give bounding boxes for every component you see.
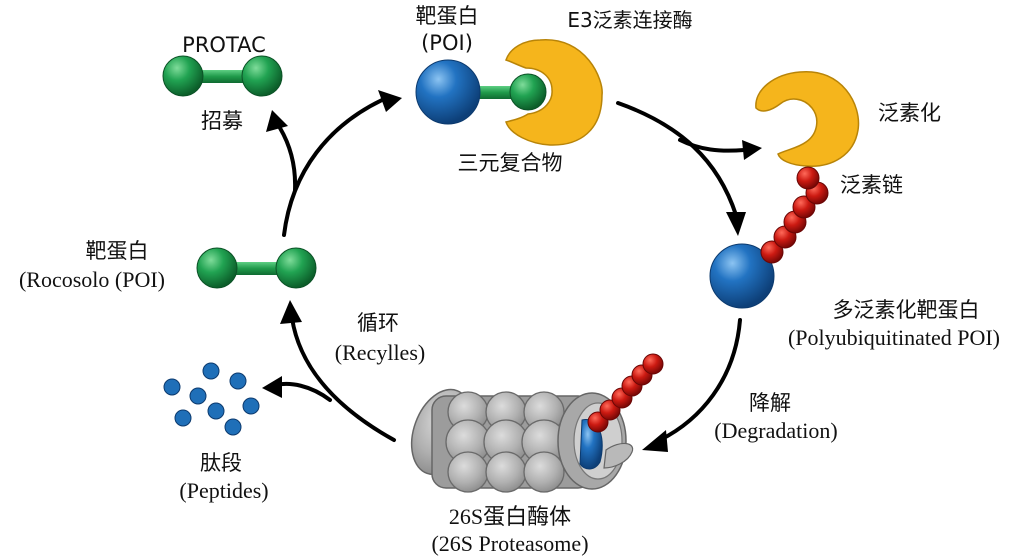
ternary-complex-label: 三元复合物 [458,151,563,175]
poi-left-label-en: (Rocosolo (POI) [19,267,165,292]
peptides [163,362,260,436]
protac-recycled [196,247,317,289]
ligand-sphere [509,73,547,111]
arrowhead [742,140,762,160]
ternary-complex [415,59,547,125]
poi-top-label-en: (POI) [421,31,473,55]
protac-label: PROTAC [182,33,266,57]
protac-molecule [162,55,283,97]
arrow-to-ternary [282,98,384,237]
ubiquitin-chain [760,166,829,264]
e3-ligase-shape [505,39,603,146]
polyubiquitinated-poi [709,166,829,309]
ligand-sphere [162,55,204,97]
degradation-label-cn: 降解 [749,391,791,415]
poi-sphere [415,59,481,125]
poi-top-label-cn: 靶蛋白 [416,4,479,28]
ubiquitin-chain [587,353,664,433]
arrowhead [262,376,282,398]
polyub-poi-label-cn: 多泛素化靶蛋白 [833,298,980,322]
recycle-label-en: (Recylles) [335,340,425,365]
ligand-sphere [196,247,238,289]
recycle-label-cn: 循环 [357,311,399,335]
arrow-to-peptides [274,381,332,402]
proteasome [410,353,664,493]
peptide-dot [189,387,207,405]
arrowhead [280,300,302,324]
peptide-dot [202,362,220,380]
arrowhead [378,90,402,112]
peptides-label-en: (Peptides) [179,478,268,503]
peptide-dot [207,402,225,420]
cycle-arrows [262,90,762,452]
ubiquitin-bead [796,166,820,190]
peptide-dot [229,372,247,390]
poi-left-label-cn: 靶蛋白 [86,239,149,263]
arrow-degradation [658,318,742,442]
arrow-recycle [290,316,396,442]
polyub-poi-label-en: (Polyubiquitinated POI) [788,325,1000,350]
arrow-to-ubiquitination [678,138,746,153]
arrowhead [726,212,746,236]
ubiquitin-bead [760,240,784,264]
peptide-dot [242,397,260,415]
poi-sphere [709,243,775,309]
peptide-dot [224,418,242,436]
peptide-dot [174,409,192,427]
degradation-label-en: (Degradation) [714,418,837,443]
e3-ligase-released [755,71,860,167]
e3-ligase-label: E3泛素连接酶 [567,8,692,32]
recruit-label: 招募 [201,109,243,133]
proteasome-label-cn: 26S蛋白酶体 [449,504,571,529]
ligand-sphere [275,247,317,289]
peptide-dot [163,378,181,396]
ubiquitin-chain-label: 泛素链 [840,173,903,197]
arrowhead [642,430,668,452]
ligand-sphere [241,55,283,97]
peptides-label-cn: 肽段 [200,451,242,475]
arrow-to-polyub [616,101,738,217]
arrowhead [266,110,288,132]
arrow-to-recruit [278,126,298,192]
proteasome-label-en: (26S Proteasome) [431,531,588,556]
ubiquitination-label: 泛素化 [878,101,941,125]
